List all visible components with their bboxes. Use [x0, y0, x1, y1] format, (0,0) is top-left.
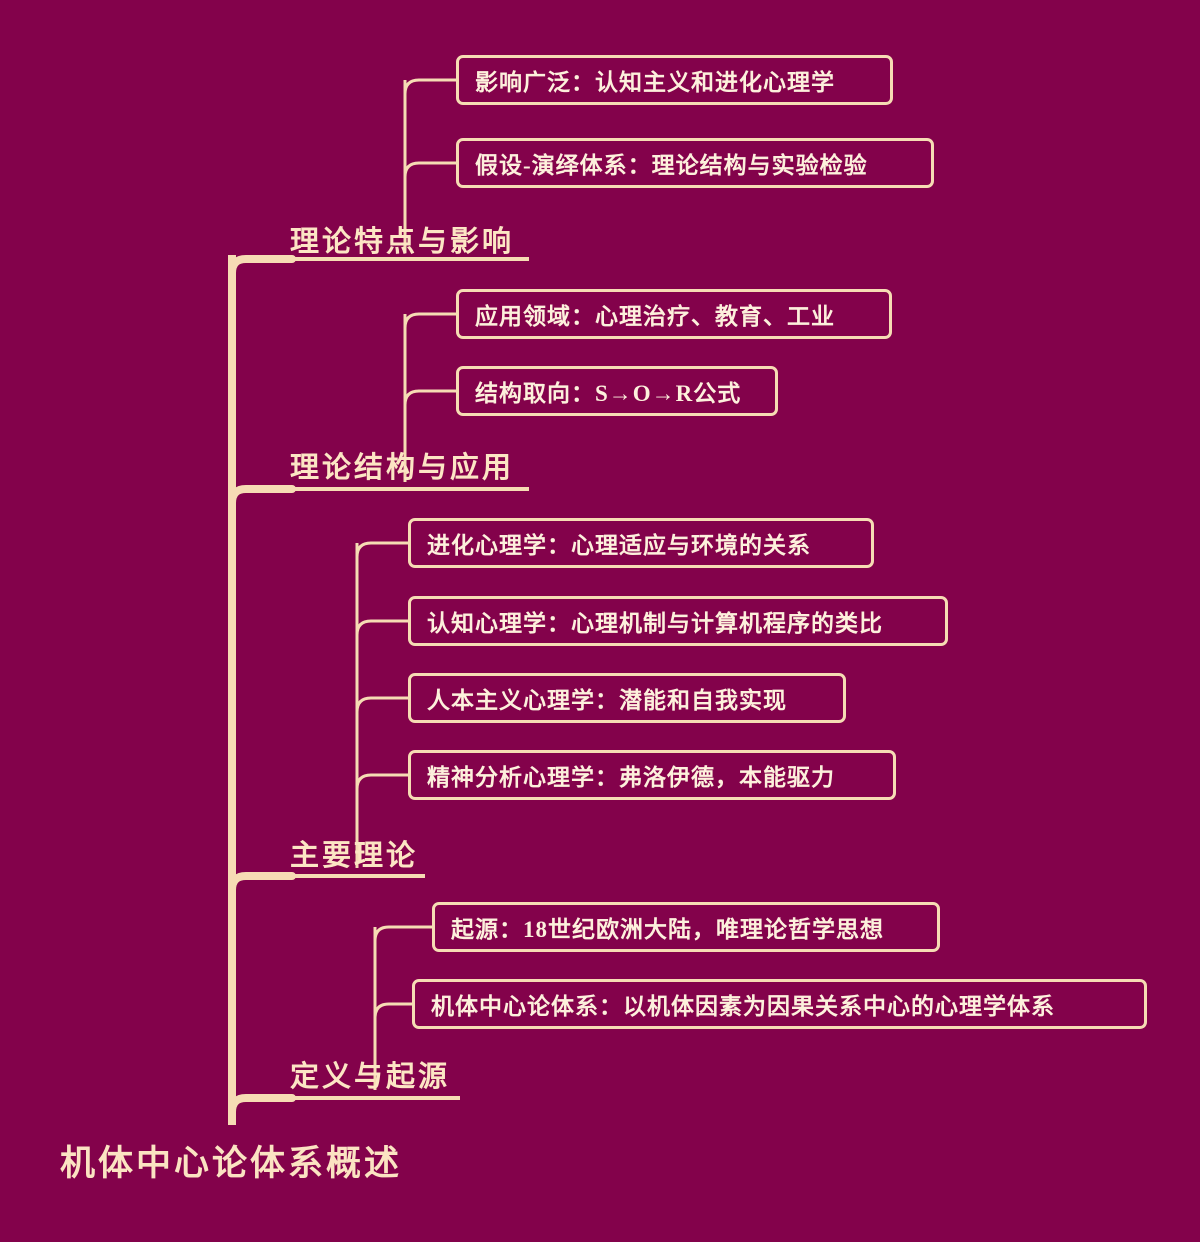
node-box[interactable]: 起源：18世纪欧洲大陆，唯理论哲学思想 [432, 902, 940, 952]
node-box[interactable]: 假设-演绎体系：理论结构与实验检验 [456, 138, 934, 188]
node-box[interactable]: 进化心理学：心理适应与环境的关系 [408, 518, 874, 568]
branch-label-definition-origin[interactable]: 定义与起源 [290, 1061, 451, 1093]
branch-label-theory-traits[interactable]: 理论特点与影响 [290, 226, 515, 258]
root-title[interactable]: 机体中心论体系概述 [60, 1144, 403, 1183]
node-box[interactable]: 精神分析心理学：弗洛伊德，本能驱力 [408, 750, 896, 800]
node-box[interactable]: 机体中心论体系：以机体因素为因果关系中心的心理学体系 [412, 979, 1147, 1029]
branch-label-main-theories[interactable]: 主要理论 [290, 840, 419, 872]
node-box[interactable]: 认知心理学：心理机制与计算机程序的类比 [408, 596, 948, 646]
node-box[interactable]: 人本主义心理学：潜能和自我实现 [408, 673, 846, 723]
branch-label-structure-application[interactable]: 理论结构与应用 [290, 452, 515, 484]
node-box[interactable]: 影响广泛：认知主义和进化心理学 [456, 55, 893, 105]
node-box[interactable]: 应用领域：心理治疗、教育、工业 [456, 289, 892, 339]
node-box[interactable]: 结构取向：S→O→R公式 [456, 366, 778, 416]
